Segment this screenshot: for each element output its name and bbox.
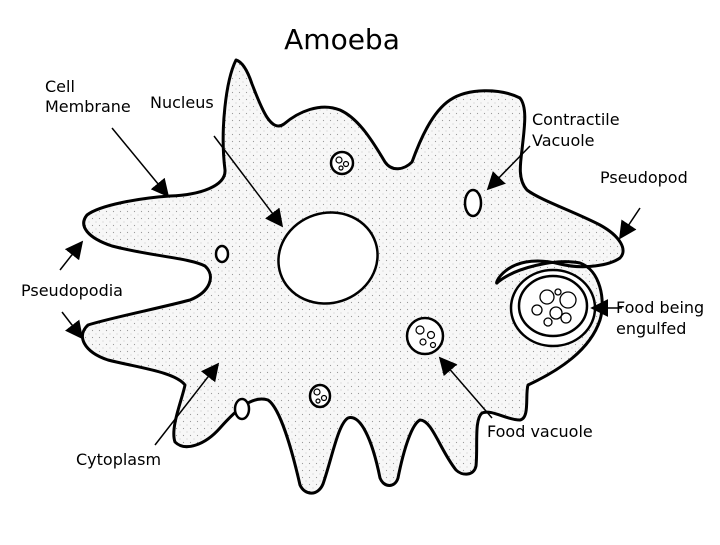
diagram-title: Amoeba: [284, 23, 400, 56]
nucleus: [277, 211, 379, 305]
label-pseudopod: Pseudopod: [600, 168, 688, 187]
food-cup-inner: [517, 274, 589, 338]
pointer-food-vacuole: [438, 356, 493, 419]
label-cell-membrane: Cell Membrane: [45, 77, 131, 116]
food-vacuole: [405, 316, 445, 356]
pointer-cell-membrane: [111, 127, 170, 198]
pointer-lines: [59, 127, 641, 446]
food-vacuole: [329, 150, 355, 176]
pointer-pseudopodia-upper: [59, 240, 84, 271]
label-contractile-vacuole: Contractile Vacuole: [532, 110, 625, 150]
small-vacuole: [233, 397, 251, 421]
pointer-contractile-vacuole: [486, 145, 531, 191]
pointer-nucleus: [213, 135, 284, 228]
pointer-pseudopod: [619, 207, 641, 240]
engulfed-food-particles: [531, 288, 577, 327]
contractile-vacuole: [463, 188, 483, 218]
label-cytoplasm: Cytoplasm: [76, 450, 161, 469]
pointer-cytoplasm: [154, 362, 220, 446]
label-food-vacuole: Food vacuole: [487, 422, 593, 441]
label-pseudopodia: Pseudopodia: [21, 281, 123, 300]
label-food-being-engulfed: Food being engulfed: [616, 298, 709, 338]
pointer-pseudopodia-lower: [61, 311, 84, 340]
small-vacuole: [214, 244, 230, 264]
food-vacuole: [308, 383, 332, 409]
label-nucleus: Nucleus: [150, 93, 214, 112]
